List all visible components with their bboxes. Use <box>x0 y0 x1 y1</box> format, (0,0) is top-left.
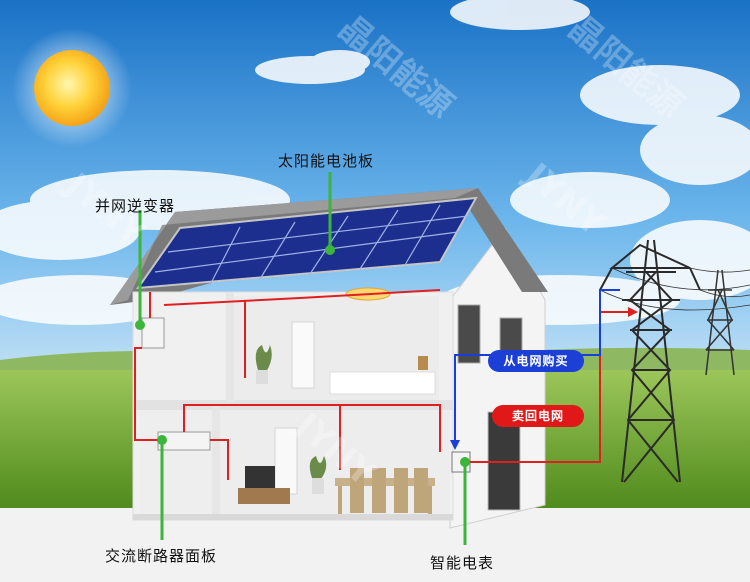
plant-icon-2 <box>309 456 327 480</box>
window-upper-left <box>457 304 481 364</box>
red-wiring <box>134 289 628 480</box>
buy-arrow-icon <box>450 440 460 450</box>
power-lines <box>599 267 750 311</box>
clouds <box>0 0 750 325</box>
sell-to-grid-badge: 卖回电网 <box>492 405 584 427</box>
solar-panel-label: 太阳能电池板 <box>278 152 375 170</box>
tv-icon <box>245 466 275 488</box>
transmission-tower-small-icon <box>705 269 735 376</box>
smart-meter-label: 智能电表 <box>430 554 495 572</box>
blue-wiring <box>454 289 620 440</box>
leader-dots <box>135 245 470 467</box>
transmission-tower-icon <box>599 239 701 483</box>
breaker-panel-label: 交流断路器面板 <box>105 547 218 565</box>
buy-from-grid-badge: 从电网购买 <box>488 350 584 372</box>
leader-lines <box>138 172 467 545</box>
solar-panel-icon <box>135 196 478 290</box>
plant-icon <box>255 345 272 372</box>
sell-arrow-icon <box>628 307 638 317</box>
inverter-label: 并网逆变器 <box>95 197 176 215</box>
sun-icon <box>34 50 110 126</box>
inverter-box-icon <box>141 317 165 349</box>
